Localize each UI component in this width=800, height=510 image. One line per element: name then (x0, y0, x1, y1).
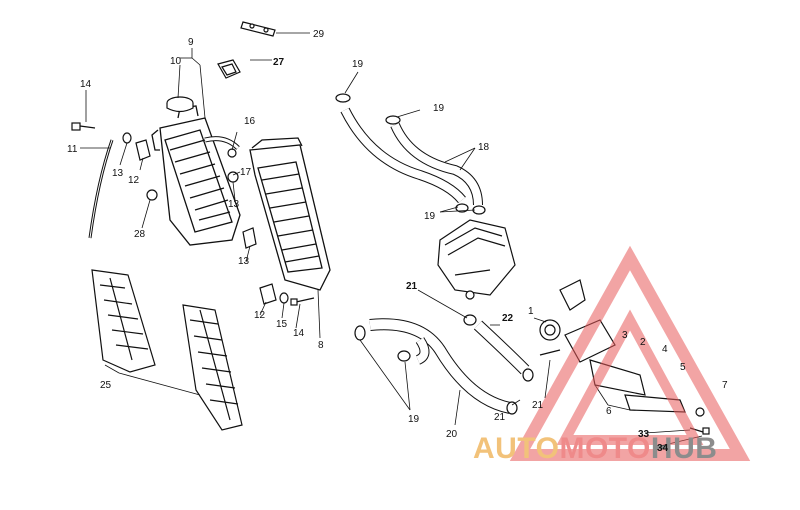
callout-18: 18 (478, 142, 490, 153)
callout-5: 5 (680, 362, 686, 373)
watermark-triangle-inner (556, 309, 704, 445)
callout-9: 9 (188, 37, 194, 48)
callout-10: 10 (170, 56, 182, 67)
callout-12-upper: 12 (128, 175, 140, 186)
hose-clamps-lower (354, 314, 534, 415)
radiator-mounts (259, 283, 315, 306)
callout-11: 11 (67, 144, 78, 155)
callout-14-upper: 14 (80, 79, 92, 90)
watermark-text: AUTOMOTOHUB (473, 432, 717, 465)
callout-19-right: 19 (433, 103, 445, 114)
callout-12-lower: 12 (254, 310, 266, 321)
callout-14-lower: 14 (293, 328, 305, 339)
callout-13-lower: 13 (238, 256, 250, 267)
callout-13-middle: 13 (228, 199, 240, 210)
callout-34: 34 (657, 443, 669, 454)
cylinder-head (437, 219, 516, 300)
radiator-cap (166, 96, 194, 113)
callout-33: 33 (638, 429, 650, 440)
callout-21-upper: 21 (406, 281, 418, 292)
callout-21-lower: 21 (494, 412, 506, 423)
callout-25: 25 (100, 380, 112, 391)
callout-19-head: 19 (424, 211, 436, 222)
callout-17: 17 (240, 167, 252, 178)
callout-labels: 1 2 3 4 5 6 7 8 9 10 11 12 12 13 13 13 1… (67, 29, 728, 454)
callout-22: 22 (502, 313, 514, 324)
small-fasteners-left (122, 132, 257, 249)
upper-hoses (340, 107, 483, 206)
bracket (240, 21, 276, 37)
callout-4: 4 (662, 344, 668, 355)
callout-2: 2 (640, 337, 646, 348)
leader-lines (80, 32, 703, 447)
callout-13-left: 13 (112, 168, 124, 179)
rubber-grommet (217, 59, 241, 79)
callout-29: 29 (313, 29, 325, 40)
radiator-louver-right (182, 304, 243, 431)
callout-6: 6 (606, 406, 612, 417)
callout-3: 3 (622, 330, 628, 341)
callout-7: 7 (722, 380, 728, 391)
watermark-triangle-outer (509, 245, 751, 461)
callout-19-lower: 19 (408, 414, 420, 425)
watermark-logo: AUTOMOTOHUB (473, 245, 751, 465)
callout-16: 16 (244, 116, 256, 127)
overflow-tube (88, 139, 114, 239)
hose-22 (473, 320, 530, 375)
callout-1: 1 (528, 306, 534, 317)
watermark-auto: AUTO (473, 432, 559, 465)
radiator-louver-left (91, 269, 156, 373)
watermark-moto: MOTO (559, 432, 650, 465)
callout-19-top: 19 (352, 59, 364, 70)
right-radiator (249, 137, 331, 291)
callout-8: 8 (318, 340, 324, 351)
bolt (71, 122, 96, 131)
callout-28: 28 (134, 229, 146, 240)
callout-21-pump: 21 (532, 400, 544, 411)
watermark-hub: HUB (651, 432, 718, 465)
lower-hose (369, 318, 512, 414)
left-radiator (151, 105, 241, 246)
callout-27: 27 (273, 57, 285, 68)
callout-15: 15 (276, 319, 288, 330)
callout-20: 20 (446, 429, 458, 440)
hose-clamps-upper (335, 93, 486, 215)
